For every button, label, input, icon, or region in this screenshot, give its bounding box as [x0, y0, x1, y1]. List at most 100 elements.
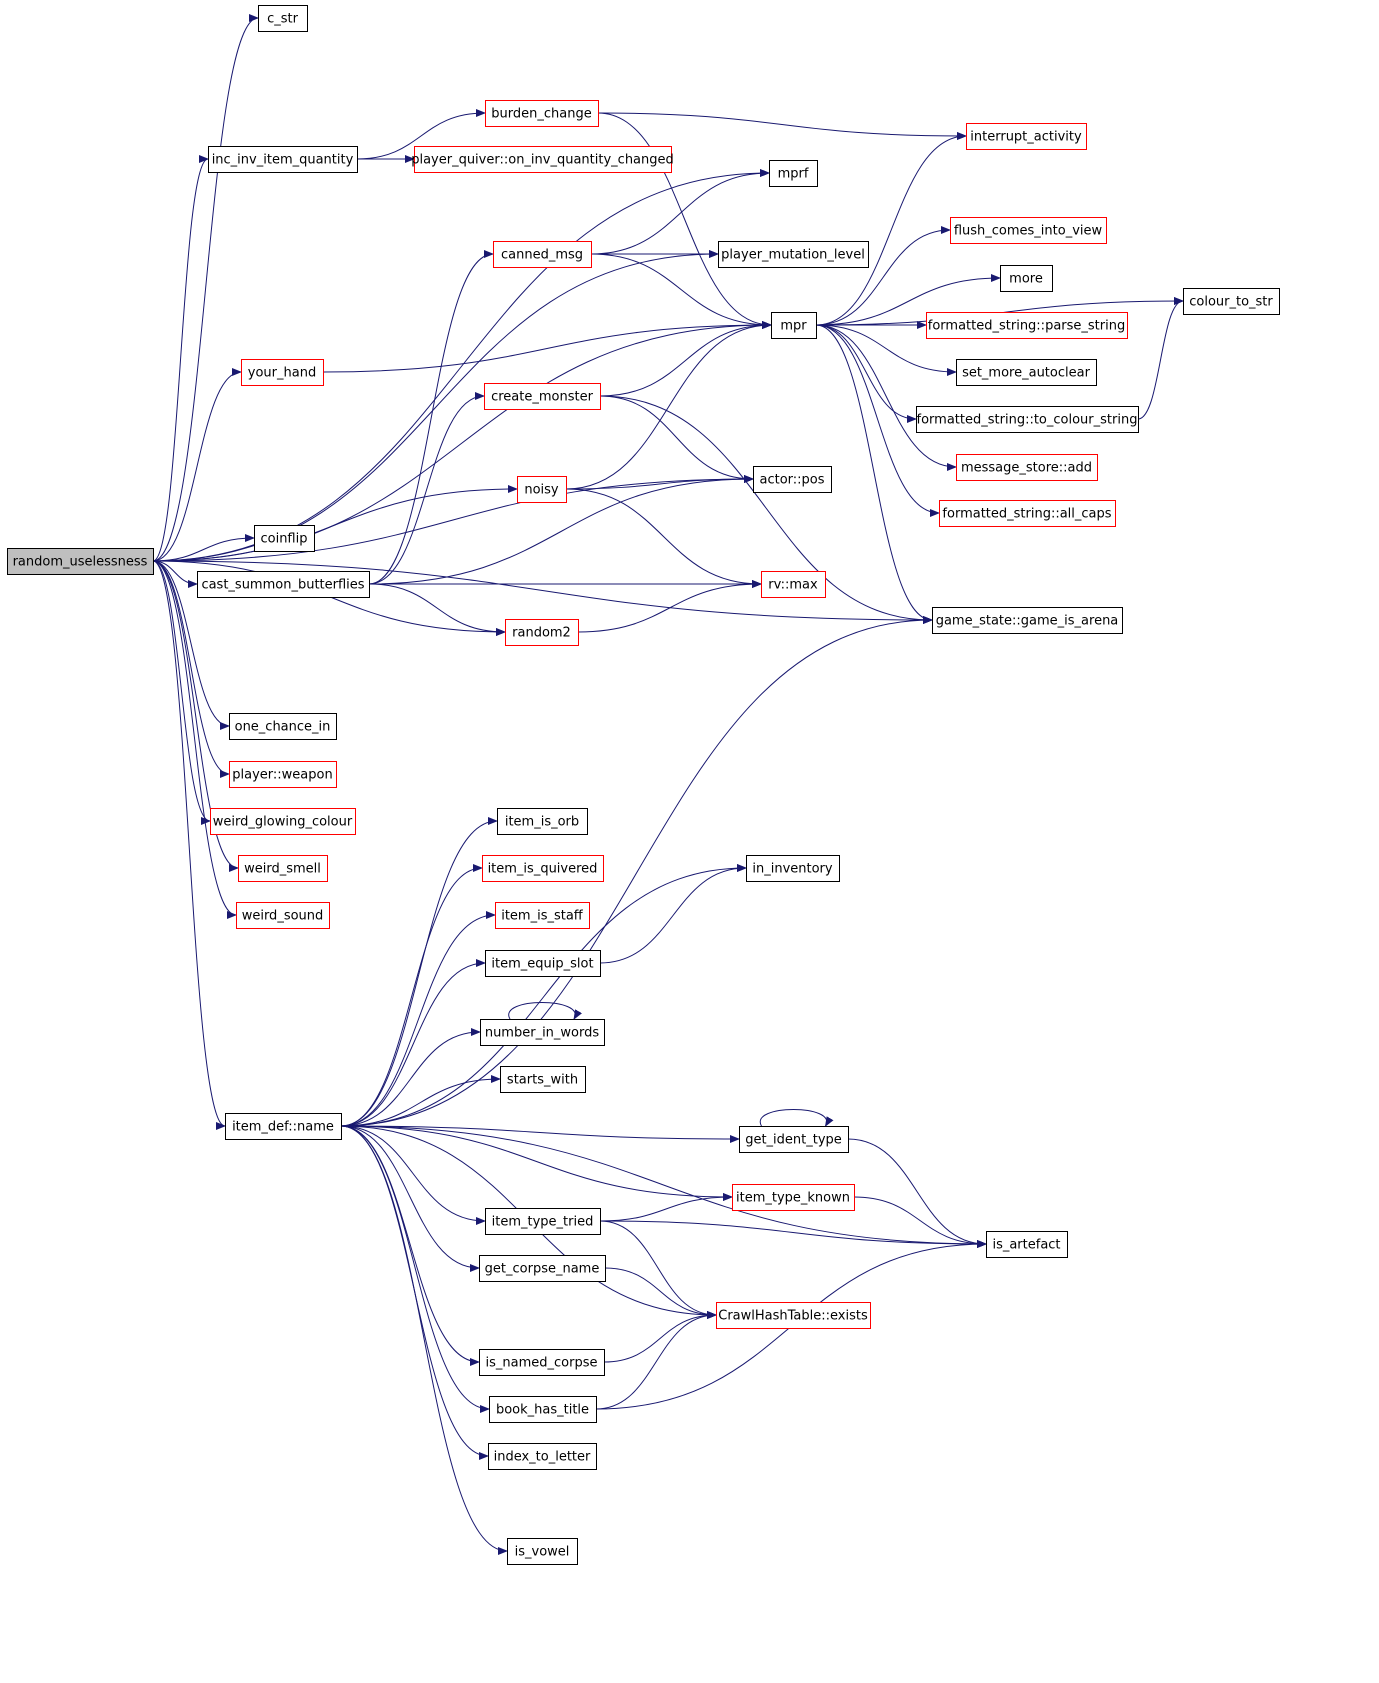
node-weird-smell[interactable]: weird_smell [238, 855, 328, 882]
node-box [241, 359, 324, 386]
node-number-in-words[interactable]: number_in_words [480, 1019, 605, 1046]
edge-your_hand-to-mpr [322, 321, 772, 373]
node-flush-comes-into-view[interactable]: flush_comes_into_view [950, 217, 1107, 244]
node-box [500, 1066, 586, 1093]
node-message-store-add[interactable]: message_store::add [956, 454, 1098, 481]
node-item-is-staff[interactable]: item_is_staff [495, 902, 590, 929]
node-label: create_monster [491, 390, 593, 405]
node-mpr[interactable]: mpr [771, 312, 817, 339]
edge-mpr-to-more [815, 274, 1001, 326]
node-label: item_type_known [736, 1191, 850, 1206]
node-set-more-autoclear[interactable]: set_more_autoclear [956, 359, 1097, 386]
node-item-equip-slot[interactable]: item_equip_slot [485, 950, 601, 977]
node-label: player_mutation_level [721, 248, 865, 263]
node-is-named-corpse[interactable]: is_named_corpse [479, 1349, 605, 1376]
node-create-monster[interactable]: create_monster [484, 383, 601, 410]
node-burden-change[interactable]: burden_change [485, 100, 599, 127]
node-is-artefact[interactable]: is_artefact [986, 1231, 1068, 1258]
edge-mpr-to-set_more_autoclear [815, 324, 957, 376]
node-get-corpse-name[interactable]: get_corpse_name [479, 1255, 606, 1282]
node-label: more [1009, 272, 1043, 287]
node-box [229, 761, 337, 788]
node-weird-sound[interactable]: weird_sound [236, 902, 330, 929]
node-c-str[interactable]: c_str [258, 5, 308, 32]
node-book-has-title[interactable]: book_has_title [489, 1396, 597, 1423]
node-one-chance-in[interactable]: one_chance_in [229, 713, 337, 740]
node-box [939, 500, 1116, 527]
edge-create_monster-to-game_is_arena [599, 395, 933, 624]
node-box [505, 619, 579, 646]
edge-item_def_name-to-item_is_quivered [340, 864, 483, 1127]
node-in-inventory[interactable]: in_inventory [746, 855, 840, 882]
node-label: CrawlHashTable::exists [718, 1309, 868, 1324]
node-label: random_uselessness [13, 555, 148, 570]
node-index-to-letter[interactable]: index_to_letter [488, 1443, 597, 1470]
edge-random_uselessness-to-noisy [152, 485, 518, 562]
node-actor-pos[interactable]: actor::pos [753, 466, 832, 493]
edge-burden_change-to-interrupt_activity [597, 112, 967, 140]
node-item-type-tried[interactable]: item_type_tried [485, 1208, 601, 1235]
edge-random_uselessness-to-game_is_arena [152, 560, 933, 624]
node-label: player::weapon [232, 768, 332, 783]
node-box [485, 950, 601, 977]
node-your-hand[interactable]: your_hand [241, 359, 324, 386]
node-item-type-known[interactable]: item_type_known [732, 1184, 855, 1211]
edge-item_def_name-to-starts_with [340, 1075, 501, 1127]
node-box [966, 123, 1087, 150]
node-is-vowel[interactable]: is_vowel [507, 1538, 578, 1565]
node-box [480, 1019, 605, 1046]
node-more[interactable]: more [1000, 265, 1053, 292]
edge-item_def_name-to-is_artefact [340, 1125, 987, 1248]
edge-inc_inv_item_quantity-to-burden_change [356, 109, 486, 160]
edge-item_def_name-to-item_equip_slot [340, 959, 486, 1127]
node-box [926, 312, 1128, 339]
node-item-is-orb[interactable]: item_is_orb [497, 808, 588, 835]
node-label: item_is_quivered [488, 862, 598, 877]
node-box [1000, 265, 1053, 292]
node-get-ident-type[interactable]: get_ident_type [739, 1126, 849, 1153]
node-random2[interactable]: random2 [505, 619, 579, 646]
node-item-is-quivered[interactable]: item_is_quivered [482, 855, 604, 882]
edge-item_def_name-to-game_is_arena [340, 616, 933, 1127]
node-all-caps[interactable]: formatted_string::all_caps [939, 500, 1116, 527]
node-interrupt-activity[interactable]: interrupt_activity [966, 123, 1087, 150]
node-weird-glowing-colour[interactable]: weird_glowing_colour [210, 808, 356, 835]
node-player-weapon[interactable]: player::weapon [229, 761, 337, 788]
node-label: mprf [778, 167, 809, 182]
edge-mpr-to-interrupt_activity [815, 132, 967, 326]
node-colour-to-str[interactable]: colour_to_str [1183, 288, 1280, 315]
edge-item_def_name-to-item_type_tried [340, 1125, 486, 1225]
node-item-def-name[interactable]: item_def::name [225, 1113, 342, 1140]
node-noisy[interactable]: noisy [517, 476, 567, 503]
edge-item_def_name-to-item_type_known [340, 1125, 733, 1201]
node-rv-max[interactable]: rv::max [761, 571, 826, 598]
node-label: set_more_autoclear [962, 366, 1091, 381]
node-crawl-hash-exists[interactable]: CrawlHashTable::exists [716, 1302, 871, 1329]
node-random-uselessness[interactable]: random_uselessness [7, 548, 154, 575]
node-parse-string[interactable]: formatted_string::parse_string [926, 312, 1128, 339]
node-to-colour-string[interactable]: formatted_string::to_colour_string [916, 406, 1139, 433]
node-label: get_ident_type [745, 1133, 842, 1148]
node-box [208, 146, 358, 173]
node-label: formatted_string::parse_string [928, 319, 1125, 334]
node-player-mutation-level[interactable]: player_mutation_level [718, 241, 869, 268]
node-label: your_hand [248, 366, 316, 381]
node-mprf[interactable]: mprf [769, 160, 818, 187]
node-label: cast_summon_butterflies [201, 578, 364, 593]
node-box [210, 808, 356, 835]
edge-item_def_name-to-get_ident_type [340, 1125, 740, 1143]
node-starts-with[interactable]: starts_with [500, 1066, 586, 1093]
node-label: index_to_letter [494, 1450, 591, 1465]
edge-random_uselessness-to-player_weapon [152, 560, 230, 778]
edge-burden_change-to-mpr [597, 112, 772, 329]
node-game-is-arena[interactable]: game_state::game_is_arena [932, 607, 1123, 634]
node-cast-summon-butterflies[interactable]: cast_summon_butterflies [197, 571, 370, 598]
node-canned-msg[interactable]: canned_msg [493, 241, 592, 268]
edge-item_def_name-to-item_is_staff [340, 911, 496, 1127]
node-player-quiver[interactable]: player_quiver::on_inv_quantity_changed [411, 146, 674, 173]
node-box [517, 476, 567, 503]
node-inc-inv-item-quantity[interactable]: inc_inv_item_quantity [208, 146, 358, 173]
edge-random_uselessness-to-your_hand [152, 368, 242, 562]
node-coinflip[interactable]: coinflip [254, 525, 315, 552]
